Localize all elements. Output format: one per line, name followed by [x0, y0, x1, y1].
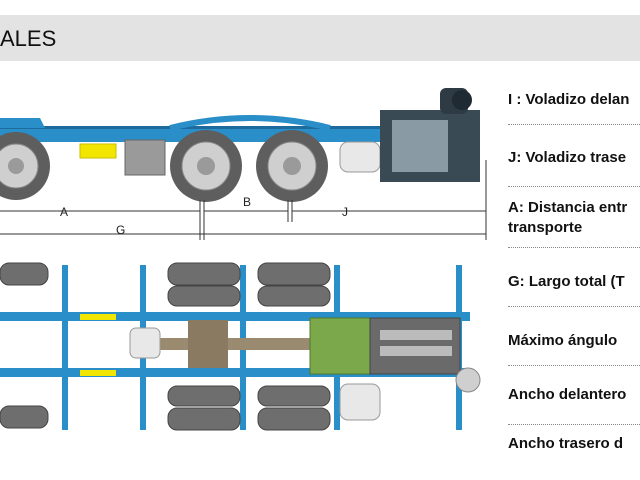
top-view [0, 262, 481, 431]
rear-wheel-1 [170, 130, 242, 202]
spec-separator [508, 124, 640, 125]
spec-separator [508, 306, 640, 307]
suspension-block [124, 139, 166, 176]
dim-label-a: A [60, 205, 68, 219]
top-frame-rail-upper [0, 312, 470, 321]
air-tank [129, 327, 161, 359]
spec-label-maximo-angulo: Máximo ángulo [508, 332, 618, 349]
page-title: ALES [0, 26, 57, 51]
yellow-accent-lower [80, 370, 116, 376]
spec-label-largo-total: G: Largo total (T [508, 273, 625, 290]
spec-label-voladizo-trasero: J: Voladizo trase [508, 149, 627, 166]
side-view: A B J G [0, 88, 487, 240]
rear-tank-top [339, 383, 381, 421]
header-band [0, 15, 640, 61]
rear-tank [339, 141, 381, 173]
engine-side [380, 88, 480, 182]
spec-separator [508, 247, 640, 248]
side-frame-top-edge [0, 126, 380, 129]
wheel-arch [169, 115, 331, 131]
yellow-accent-upper [80, 314, 116, 320]
spec-separator [508, 365, 640, 366]
chassis-diagram: A B J G [0, 88, 487, 431]
rear-wheel-2 [256, 130, 328, 202]
driveshaft [150, 338, 330, 350]
spec-label-ancho-trasero: Ancho trasero d [508, 435, 624, 452]
spec-label-distancia-entre-ejes: A: Distancia entr [508, 199, 628, 216]
dim-label-b: B [243, 195, 251, 209]
yellow-fuel-tank [79, 143, 117, 159]
front-wheel [0, 132, 50, 200]
spec-separator [508, 186, 640, 187]
side-dimension-lines [0, 160, 487, 240]
top-tires [0, 262, 331, 431]
engine-top [309, 317, 481, 393]
top-frame-rail-lower [0, 368, 470, 377]
front-mount [0, 118, 45, 128]
spec-label-transporte: transporte [508, 219, 583, 236]
dim-label-g: G [116, 223, 125, 237]
spec-label-ancho-delantero: Ancho delantero [508, 386, 627, 403]
spec-separator [508, 424, 640, 425]
spec-label-voladizo-delantero: I : Voladizo delan [508, 91, 630, 108]
differential [188, 320, 228, 368]
dim-label-j: J [342, 205, 348, 219]
